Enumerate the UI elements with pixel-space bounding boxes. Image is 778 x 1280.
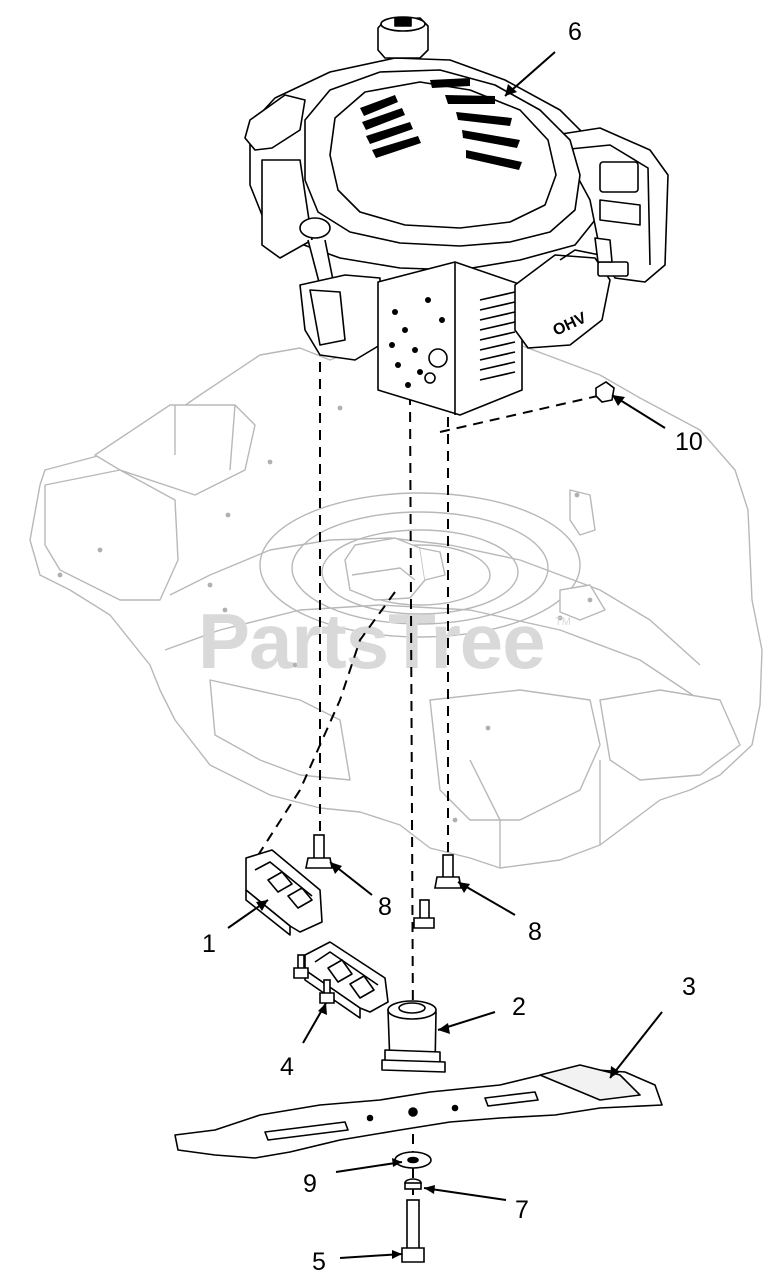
part-3-blade [174, 1064, 663, 1159]
part-10-clip [595, 381, 615, 403]
callout-10: 10 [675, 428, 703, 456]
callout-1: 1 [202, 930, 216, 958]
watermark-trademark: TM [555, 616, 571, 628]
part-5-blade-bolt [401, 1199, 425, 1263]
callout-6: 6 [568, 18, 582, 46]
watermark-text: PartsTree [198, 597, 545, 685]
part-4-screws [293, 954, 335, 1004]
callout-4: 4 [280, 1053, 294, 1081]
part-1-blade-adapter-bracket [245, 849, 389, 1019]
part-8-bolt-loose [413, 899, 435, 929]
part-7-lock-washer [404, 1178, 422, 1190]
engine [244, 16, 669, 416]
callout-3: 3 [682, 973, 696, 1001]
callout-8-right: 8 [528, 918, 542, 946]
leader-lines [227, 51, 666, 1259]
watermark: PartsTree TM [198, 597, 571, 685]
part-8-bolt-left [305, 834, 333, 869]
callout-2: 2 [512, 993, 526, 1021]
part-8-bolt-right [434, 854, 462, 889]
callout-7: 7 [515, 1196, 529, 1224]
part-2-blade-adapter [381, 1000, 446, 1073]
callout-5: 5 [312, 1248, 326, 1276]
leader-arrowheads [256, 84, 625, 1259]
callout-9: 9 [303, 1170, 317, 1198]
callout-labels: 6 10 8 8 1 2 3 4 9 7 5 [202, 18, 703, 1276]
part-9-washer [394, 1151, 432, 1169]
callout-8-left: 8 [378, 893, 392, 921]
mower-deck [29, 337, 763, 869]
